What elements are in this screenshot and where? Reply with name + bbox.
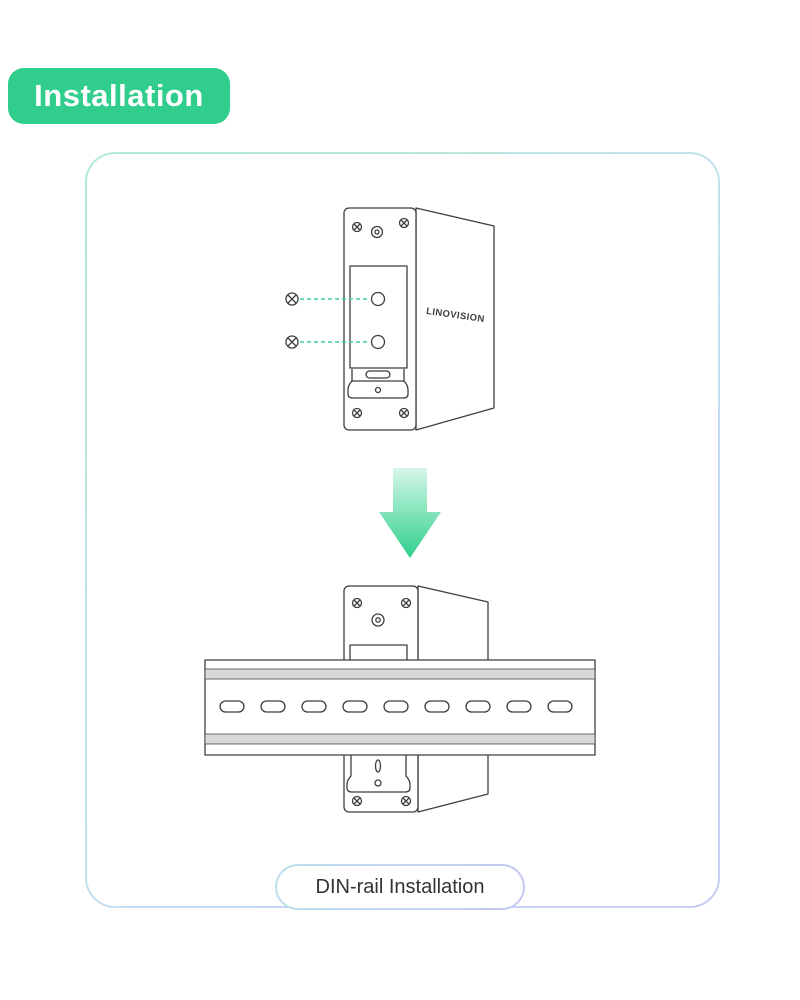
mounted-device-bottom-screws bbox=[351, 795, 412, 807]
screw-icon bbox=[285, 292, 299, 306]
mounted-device-top-screws bbox=[351, 597, 412, 609]
mounting-hole-bottom bbox=[370, 334, 386, 350]
section-badge: Installation bbox=[8, 68, 230, 124]
caption-pill-background: DIN-rail Installation bbox=[277, 866, 523, 908]
mounting-plate bbox=[349, 265, 408, 369]
din-rail-band-top bbox=[204, 668, 596, 680]
device-illustration: LINOVISION bbox=[343, 207, 495, 431]
mounted-clip-bottom bbox=[346, 755, 411, 793]
screws-and-leaders bbox=[285, 292, 370, 349]
din-rail-band-bottom bbox=[204, 733, 596, 745]
din-rail-assembly bbox=[204, 585, 596, 813]
mounting-hole-top bbox=[370, 291, 386, 307]
din-clip bbox=[347, 369, 409, 399]
caption-pill: DIN-rail Installation bbox=[275, 864, 525, 910]
mounted-device-center-screw bbox=[371, 613, 385, 627]
down-arrow-icon bbox=[379, 468, 441, 558]
din-rail-slots bbox=[219, 700, 573, 713]
caption-label: DIN-rail Installation bbox=[315, 875, 485, 898]
device-center-screw bbox=[370, 225, 384, 239]
section-badge-label: Installation bbox=[34, 78, 204, 113]
device-corner-screws bbox=[351, 217, 410, 419]
screw-icon bbox=[285, 335, 299, 349]
